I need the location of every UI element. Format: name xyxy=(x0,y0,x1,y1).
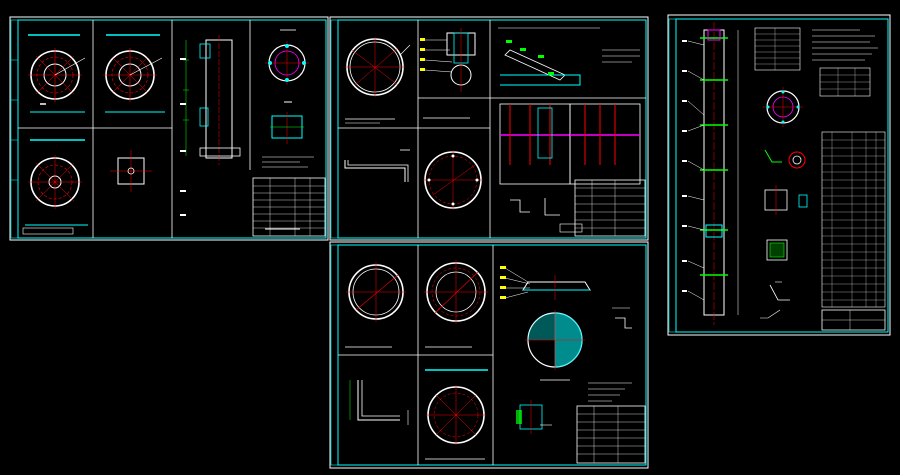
grid-frame-elevation[interactable] xyxy=(499,103,641,185)
small-brackets[interactable] xyxy=(510,198,560,216)
column-elevation[interactable] xyxy=(180,35,241,216)
sheet-outer-frame xyxy=(667,14,891,336)
sheet-title-bar xyxy=(22,227,300,235)
angle-section[interactable] xyxy=(349,380,409,425)
plate-view[interactable] xyxy=(110,150,152,192)
nozzle-table[interactable] xyxy=(819,67,871,97)
drawing-sheet-2[interactable] xyxy=(329,16,649,241)
view-dividers xyxy=(18,20,251,238)
flange-view-1[interactable] xyxy=(28,34,86,113)
weld-section[interactable] xyxy=(516,400,552,434)
title-block[interactable] xyxy=(821,309,886,331)
flange-view-2[interactable] xyxy=(103,34,165,113)
bracket-detail[interactable] xyxy=(420,28,476,92)
sheet-outer-frame xyxy=(329,16,649,241)
nozzle-orientation-plan[interactable] xyxy=(763,87,803,127)
perforated-plate[interactable] xyxy=(525,310,585,381)
parts-list-table[interactable] xyxy=(821,131,886,308)
sheet-outer-frame xyxy=(329,241,649,469)
support-beam-view[interactable] xyxy=(498,27,640,86)
ring-view-a[interactable] xyxy=(345,262,406,348)
view-dividers xyxy=(338,245,494,465)
ring-view[interactable] xyxy=(345,37,411,97)
sheet2-view-labels xyxy=(345,117,470,124)
ring-with-holes[interactable] xyxy=(423,150,483,210)
view-dividers xyxy=(338,20,646,238)
small-details[interactable] xyxy=(760,149,808,319)
drawing-sheet-1[interactable] xyxy=(9,16,329,241)
notes-block xyxy=(262,156,314,168)
pipe-bend-view[interactable] xyxy=(344,149,410,182)
design-data-table[interactable] xyxy=(754,27,801,71)
notes-block xyxy=(588,382,632,402)
title-block[interactable] xyxy=(252,177,326,237)
binding-strip xyxy=(10,19,19,239)
binding-strip xyxy=(330,19,339,239)
sheet-outer-frame xyxy=(9,16,329,241)
cover-plate-elevation[interactable] xyxy=(500,266,591,300)
drawing-sheet-4[interactable] xyxy=(667,14,891,336)
tech-notes xyxy=(812,29,878,61)
title-block[interactable] xyxy=(576,405,646,464)
ring-view-b[interactable] xyxy=(424,260,488,348)
drawing-sheet-3[interactable] xyxy=(329,241,649,469)
flange-detail-top[interactable] xyxy=(265,29,309,144)
ring-view-c[interactable] xyxy=(425,369,488,460)
binding-strip xyxy=(668,18,677,333)
title-block[interactable] xyxy=(559,179,646,237)
binding-ticks xyxy=(11,59,18,181)
flange-view-3[interactable] xyxy=(25,139,88,226)
clip-detail[interactable] xyxy=(612,307,632,329)
tower-elevation[interactable] xyxy=(682,22,739,325)
